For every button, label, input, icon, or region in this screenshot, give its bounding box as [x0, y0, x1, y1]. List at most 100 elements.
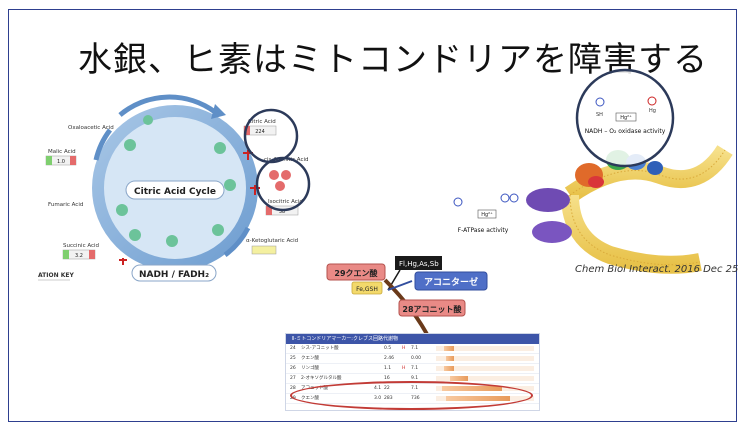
highlight-circle	[243, 108, 299, 164]
hg2-label: Hg²⁺	[481, 212, 493, 218]
table-cell-no: 24	[290, 346, 296, 351]
enzyme-dot-red	[275, 181, 285, 191]
table-row: 26 リンゴ酸 1.1 H 7.1	[286, 364, 539, 374]
frown-icon	[647, 96, 657, 106]
cycle-center-label: Citric Acid Cycle	[134, 187, 216, 197]
highlight-oval	[290, 381, 533, 410]
mitochondria-illustration: SH Hg Hg²⁺ NADH – O₂ oxidase activity Hg…	[453, 68, 733, 274]
table-cell-no: 25	[290, 356, 296, 361]
cycle-arrow-left	[93, 128, 113, 161]
malic-label: Malic Acid	[48, 149, 76, 155]
range-bar-track	[436, 346, 534, 351]
range-bar-track	[436, 376, 534, 381]
slide-frame	[8, 9, 737, 422]
aconitase-link	[387, 280, 413, 291]
cofactor-label: Fe,GSH	[356, 286, 378, 293]
table-cell-name: クエン酸	[301, 356, 319, 361]
range-bar-track	[436, 366, 534, 371]
succinic-label: Succinic Acid	[63, 243, 99, 249]
table-cell-v2: 16	[384, 376, 390, 381]
table-cell-no: 28	[290, 386, 296, 391]
enzyme-dot	[166, 235, 178, 247]
range-bar	[444, 346, 454, 351]
metals-box	[395, 256, 442, 270]
smile-icon	[509, 193, 519, 203]
highlight-circle	[255, 156, 311, 212]
alpha-kg-box	[251, 245, 277, 255]
cycle-arrowhead	[211, 104, 226, 119]
succinic-box-marker	[89, 250, 95, 259]
enzyme-dot	[212, 224, 224, 236]
protein-purple	[526, 188, 570, 212]
smile-icon	[453, 197, 463, 207]
table-cell-v4: 7.1	[411, 366, 419, 371]
hg-label: Hg	[649, 108, 656, 114]
metals-label: Hg,As,Sb	[407, 260, 439, 268]
nadh-label: NADH / FADH₂	[139, 270, 209, 280]
enzyme-dots	[116, 115, 236, 247]
aconitic-jp-label: 28アコニット酸	[402, 304, 462, 314]
cis-aconitic-label: cis-Aconitic Acid	[264, 157, 309, 163]
enzyme-dot-red	[281, 170, 291, 180]
smile-icon	[595, 97, 605, 107]
smile-icon	[500, 193, 510, 203]
table-cell-name: リンゴ酸	[301, 366, 319, 371]
enzyme-dot	[224, 179, 236, 191]
hg2-box	[615, 112, 637, 122]
table-cell-v2: 0.5	[384, 346, 392, 351]
table-cell-name: シス-アコニット酸	[301, 346, 339, 351]
malic-box-marker	[46, 156, 52, 165]
enzyme-dot	[143, 115, 153, 125]
cycle-center-pill	[125, 180, 225, 200]
table-cell-no: 27	[290, 376, 296, 381]
enzyme-dot-red	[269, 170, 279, 180]
table-header: Ⅱ-ミトコンドリアマーカー:クレブス回路代謝物	[286, 334, 539, 344]
range-bar	[444, 366, 454, 371]
aconitic-jp-box	[398, 299, 466, 317]
membrane-texture	[569, 194, 701, 266]
citric-box-marker	[244, 126, 250, 135]
membrane-texture	[569, 149, 726, 196]
range-bar	[446, 356, 454, 361]
isocitric-label: Isocitric Acid	[268, 199, 303, 205]
isocitric-box-marker	[266, 206, 272, 215]
table-cell-v2: 1.1	[384, 366, 392, 371]
enzyme-dot	[124, 139, 136, 151]
cofactor-box	[351, 281, 383, 295]
slide-title: 水銀、ヒ素はミトコンドリアを障害する	[78, 40, 708, 80]
table-cell-v4: 9.1	[411, 376, 419, 381]
citric-value: 224	[255, 129, 265, 135]
aconitase-label: アコニターゼ	[424, 276, 478, 288]
key-label: ATION KEY	[38, 272, 74, 279]
hg2-label: Hg²⁺	[620, 115, 632, 121]
citric-label: Citric Acid	[248, 119, 276, 125]
metals-prefix: Fl,	[399, 260, 407, 268]
protein-purple	[532, 221, 572, 243]
cycle-arrow-top	[118, 94, 217, 117]
range-bar-track	[436, 356, 534, 361]
range-bar	[450, 376, 468, 381]
table-cell-no: 26	[290, 366, 296, 371]
citric-jp-label: 29クエン酸	[334, 268, 378, 278]
enzyme-dot	[116, 204, 128, 216]
aconitase-flow: Fl,Hg,As,Sb 29クエン酸 アコニターゼ Fe,GSH 28アコニット…	[326, 256, 488, 348]
table-cell-name: 2-オキソグルタル酸	[301, 376, 342, 381]
protein-blue	[647, 161, 663, 175]
malic-value: 1.0	[57, 159, 65, 165]
enzyme-dot	[129, 229, 141, 241]
hg2-box	[477, 209, 497, 219]
table-cell-v3: H	[402, 366, 406, 371]
table-cell-v2: 2.46	[384, 356, 395, 361]
fumaric-label: Fumaric Acid	[48, 202, 83, 208]
malic-box-marker	[70, 156, 76, 165]
citric-jp-box	[326, 263, 386, 281]
citation: Chem Biol Interact. 2016 Dec 25	[575, 264, 739, 275]
succinic-value: 3.2	[75, 253, 83, 259]
citric-acid-cycle: Citric Acid Cycle NADH / FADH₂ Oxaloacet…	[38, 94, 311, 282]
svg-text:Fl,Hg,As,Sb: Fl,Hg,As,Sb	[399, 260, 439, 268]
atpase-label: F-ATPase activity	[458, 227, 509, 234]
